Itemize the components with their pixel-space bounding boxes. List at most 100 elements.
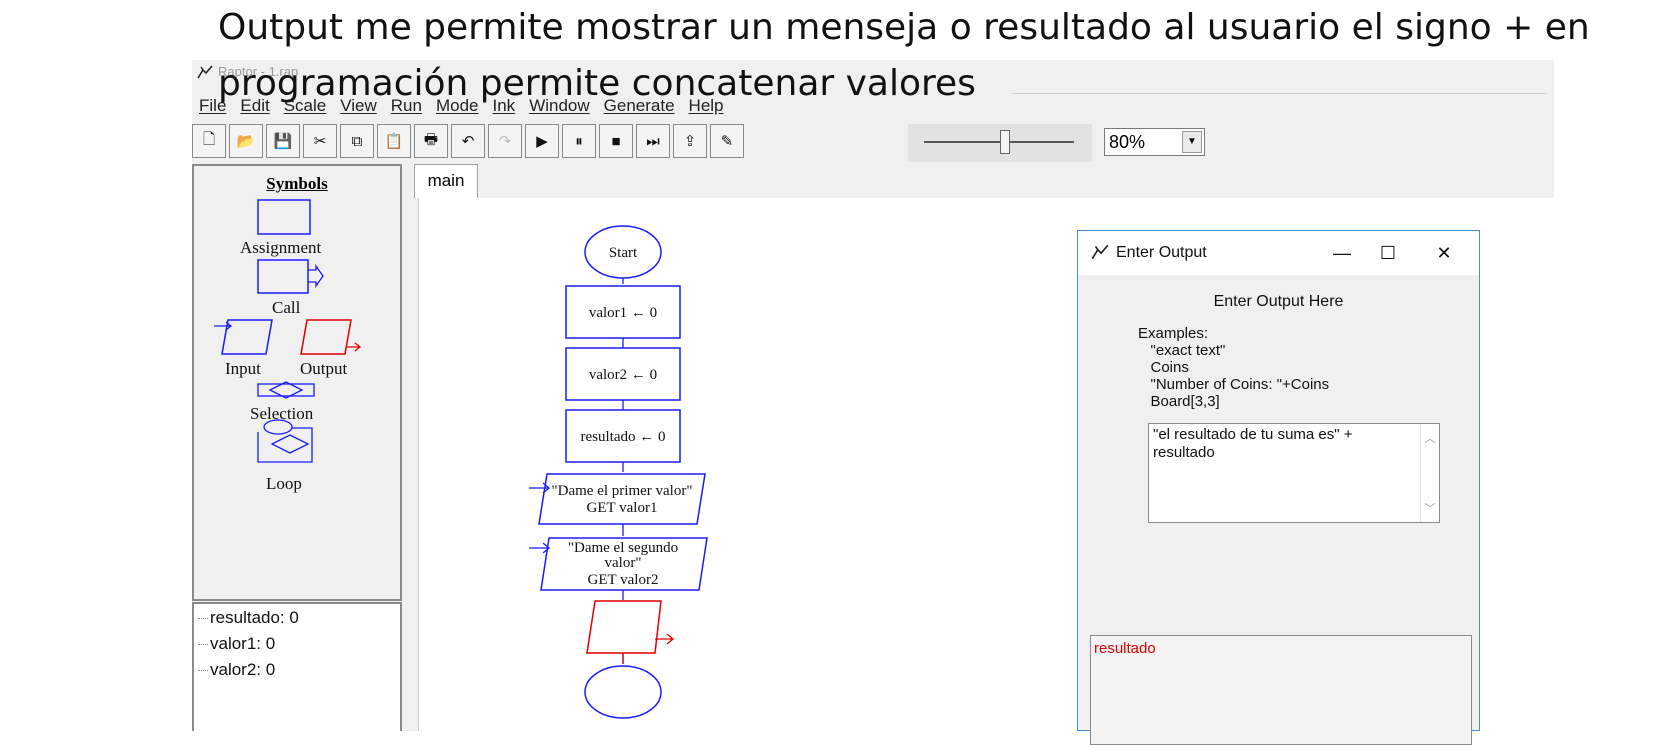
assignment-label: resultado ← 0 (581, 429, 666, 445)
chevron-down-icon[interactable]: ▼ (1182, 131, 1202, 153)
menu-run[interactable]: Run (390, 96, 422, 115)
symbol-selection[interactable]: Selection (250, 404, 314, 423)
output-box (586, 600, 662, 654)
dialog-titlebar[interactable]: Enter Output — ☐ ✕ (1078, 231, 1479, 275)
menu-window[interactable]: Window (529, 96, 590, 115)
save-icon[interactable]: 💾 (266, 124, 300, 158)
symbol-output[interactable]: Output (300, 359, 348, 378)
end-terminal (584, 665, 662, 719)
zoom-slider-track (924, 141, 1074, 143)
cut-icon[interactable]: ✂ (303, 124, 337, 158)
menu-ink[interactable]: Ink (492, 96, 516, 115)
tree-connector (198, 618, 208, 619)
input-prompt: valor" (605, 555, 642, 571)
menu-view[interactable]: View (340, 96, 377, 115)
raptor-logo-icon (197, 65, 213, 79)
run-icon[interactable]: ▶ (525, 124, 559, 158)
assignment-label: valor1 ← 0 (589, 305, 657, 321)
pen-icon[interactable]: ✎ (710, 124, 744, 158)
menu-bar: File Edit Scale View Run Mode Ink Window… (192, 96, 731, 116)
call-arrow-icon (308, 263, 324, 289)
open-folder-icon[interactable]: 📂 (229, 124, 263, 158)
input-box (538, 473, 706, 525)
input-arrow-icon (214, 321, 233, 331)
input-arrow-icon (529, 482, 551, 494)
output-symbol-icon (300, 319, 352, 355)
assignment-label: valor2 ← 0 (589, 367, 657, 383)
stop-icon[interactable]: ■ (599, 124, 633, 158)
variables-panel: resultado: 0 valor1: 0 valor2: 0 (192, 602, 402, 731)
new-file-icon[interactable]: 🗋 (192, 124, 226, 158)
assignment-symbol-icon (257, 199, 311, 235)
enter-output-dialog: Enter Output — ☐ ✕ Enter Output Here Exa… (1077, 230, 1480, 745)
redo-icon[interactable]: ↷ (488, 124, 522, 158)
symbol-input[interactable]: Input (225, 359, 261, 378)
assignment-box (565, 409, 681, 463)
undo-icon[interactable]: ↶ (451, 124, 485, 158)
result-preview: resultado (1090, 635, 1472, 745)
tree-connector (198, 670, 208, 671)
start-terminal (584, 225, 662, 279)
tab-main[interactable]: main (414, 164, 478, 198)
menu-generate[interactable]: Generate (603, 96, 675, 115)
variable-item[interactable]: valor1: 0 (210, 634, 276, 653)
zoom-slider[interactable] (908, 124, 1092, 162)
start-label: Start (609, 245, 638, 261)
loop-connector-icon (257, 427, 313, 463)
paste-icon[interactable]: 📋 (377, 124, 411, 158)
menu-help[interactable]: Help (688, 96, 724, 115)
dialog-title: Enter Output (1116, 244, 1207, 261)
input-symbol-icon (221, 319, 273, 355)
menu-mode[interactable]: Mode (435, 96, 479, 115)
input-box (540, 537, 708, 591)
selection-diamond-icon (268, 381, 304, 399)
step-icon[interactable]: ⏭ (636, 124, 670, 158)
chevron-down-icon[interactable]: ﹀ (1424, 503, 1436, 515)
window-title: Raptor - 1.rap (218, 64, 299, 79)
raptor-logo-icon (1091, 244, 1109, 260)
assignment-box (565, 285, 681, 339)
loop-symbol-icon (263, 419, 293, 435)
caption-line-1: Output me permite mostrar un menseja o r… (218, 7, 1590, 48)
zoom-select[interactable]: 80% ▼ (1104, 128, 1205, 156)
menu-edit[interactable]: Edit (240, 96, 270, 115)
close-icon[interactable]: ✕ (1436, 243, 1452, 263)
tree-connector (198, 644, 208, 645)
caption-line-2: programación permite concatenar valores (218, 63, 976, 104)
symbol-loop[interactable]: Loop (266, 474, 302, 493)
input-text-line: resultado (1153, 444, 1215, 461)
zoom-value: 80% (1109, 132, 1146, 152)
assignment-box (565, 347, 681, 401)
call-symbol-icon (257, 259, 309, 294)
zoom-slider-thumb[interactable] (1000, 130, 1010, 154)
input-variable: GET valor1 (587, 500, 658, 516)
menu-divider (1012, 93, 1547, 94)
symbol-assignment[interactable]: Assignment (240, 238, 322, 257)
input-text-line: "el resultado de tu suma es" + (1153, 426, 1353, 443)
output-expression-input[interactable]: "el resultado de tu suma es" + resultado… (1148, 423, 1440, 523)
input-prompt: "Dame el segundo (568, 540, 678, 556)
input-arrow-icon (529, 542, 551, 554)
toolbar: 🗋 📂 💾 ✂ ⧉ 📋 🖶 ↶ ↷ ▶ ⏸ ■ ⏭ ⇪ ✎ (192, 124, 744, 162)
input-prompt: "Dame el primer valor" (552, 483, 693, 499)
menu-scale[interactable]: Scale (283, 96, 327, 115)
symbol-call[interactable]: Call (272, 298, 301, 317)
maximize-icon[interactable]: ☐ (1379, 243, 1397, 263)
variable-item[interactable]: valor2: 0 (210, 660, 276, 679)
output-arrow-icon (347, 342, 362, 352)
dialog-heading: Enter Output Here (1213, 293, 1344, 310)
symbols-title: Symbols (266, 174, 328, 193)
minimize-icon[interactable]: — (1333, 243, 1351, 263)
selection-symbol-icon (257, 383, 315, 397)
menu-file[interactable]: File (199, 96, 227, 115)
symbols-panel: Symbols Assignment Call Input Output Sel… (192, 164, 402, 601)
test-server-icon[interactable]: ⇪ (673, 124, 707, 158)
copy-icon[interactable]: ⧉ (340, 124, 374, 158)
variable-item[interactable]: resultado: 0 (210, 608, 299, 627)
pause-icon[interactable]: ⏸ (562, 124, 596, 158)
input-scrollbar[interactable]: ︿ ﹀ (1420, 424, 1439, 522)
chevron-up-icon[interactable]: ︿ (1424, 433, 1436, 445)
print-icon[interactable]: 🖶 (414, 124, 448, 158)
examples-text: Examples: "exact text" Coins "Number of … (1138, 325, 1330, 410)
input-variable: GET valor2 (588, 572, 659, 588)
